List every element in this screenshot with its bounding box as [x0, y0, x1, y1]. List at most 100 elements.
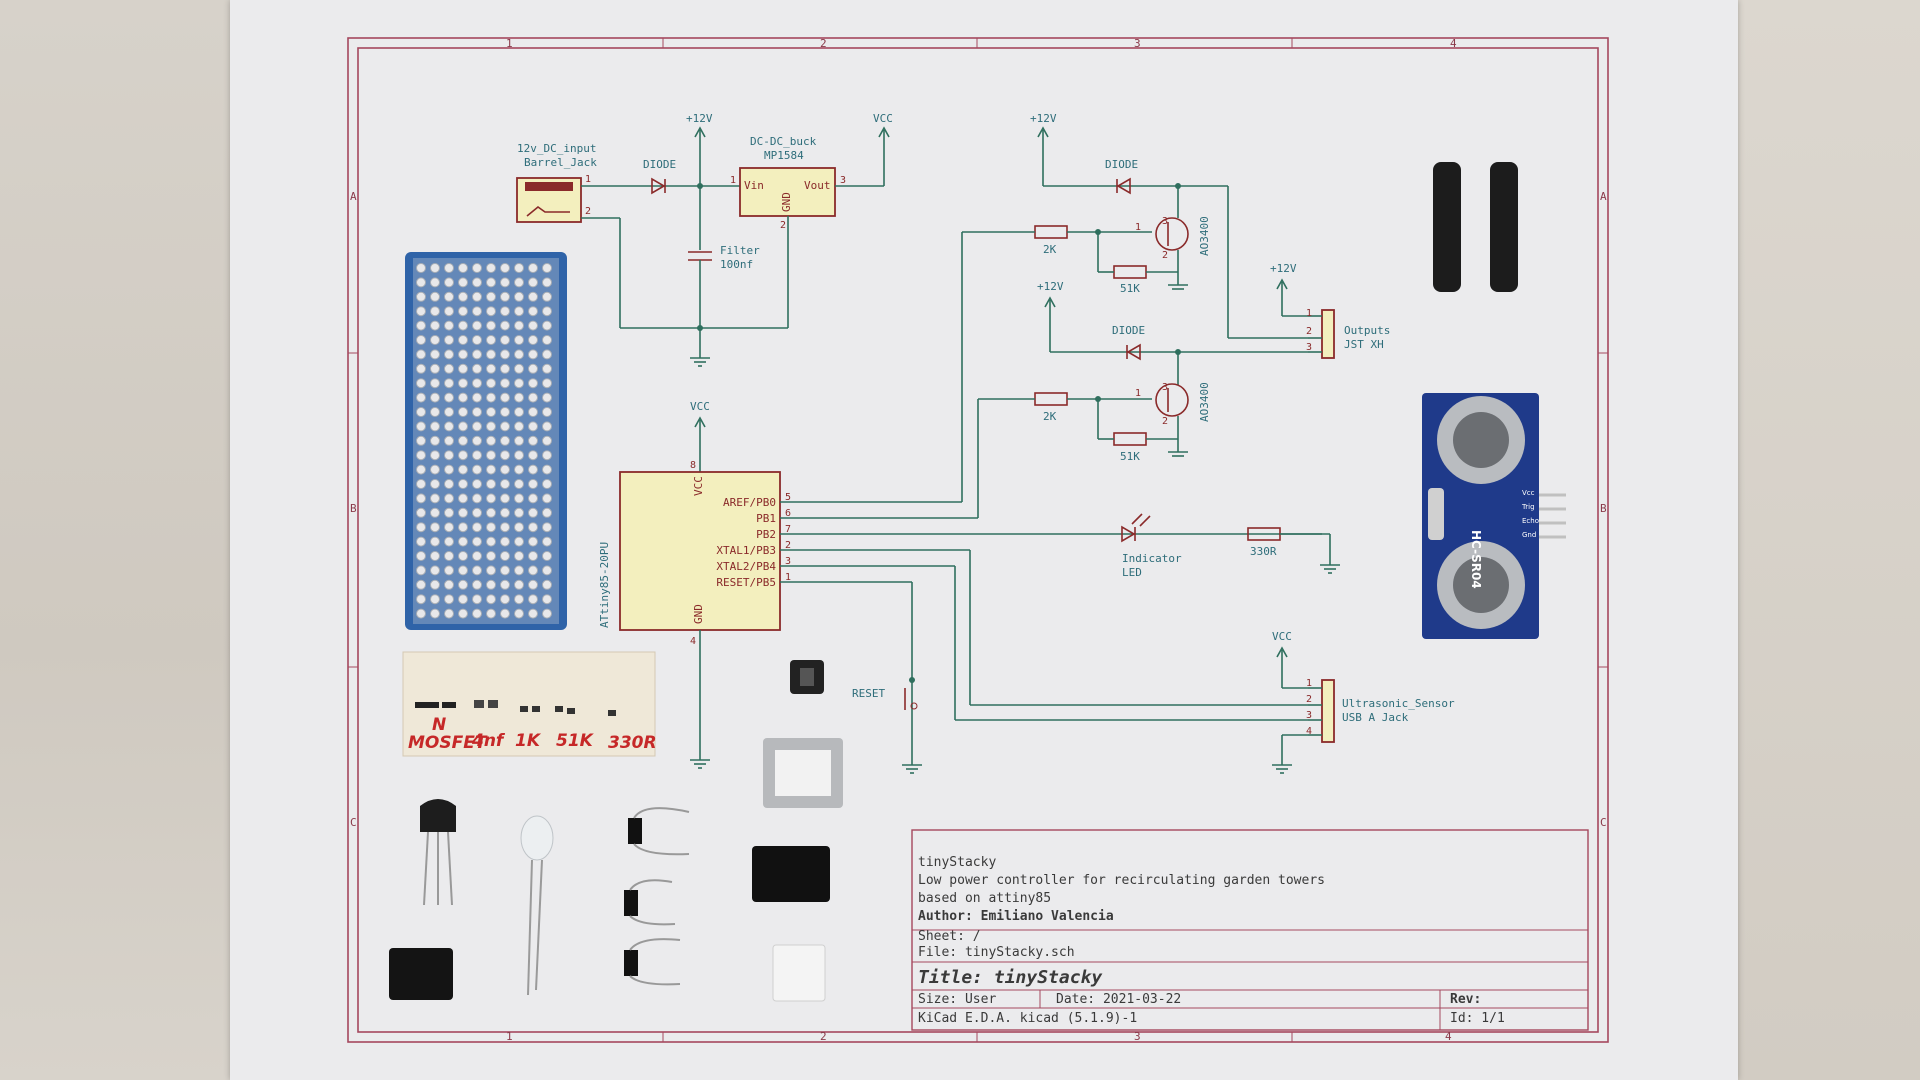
led-name2: LED — [1122, 566, 1142, 579]
reset-switch: RESET — [852, 677, 922, 774]
tb-rev: Rev: — [1450, 992, 1481, 1007]
mcu-pin-pb0: AREF/PB0 — [723, 496, 776, 509]
mcu-pin-pb4: XTAL2/PB4 — [716, 560, 776, 573]
tb-id: Id: 1/1 — [1450, 1011, 1505, 1026]
tape-label-4nf: 4nf — [471, 731, 506, 751]
buck-gnd: GND — [780, 192, 793, 212]
tb-project: tinyStacky — [918, 855, 996, 870]
mcu-pinnum-2: 2 — [785, 540, 791, 551]
out1-d: 3 — [1162, 216, 1168, 227]
p12-label-d: +12V — [1270, 262, 1297, 275]
row-label-b-right: B — [1600, 502, 1607, 515]
hc-sr04-pin-gnd: Gnd — [1522, 531, 1536, 539]
p12-label-c: +12V — [1037, 280, 1064, 293]
row-label-a: A — [350, 190, 357, 203]
tape-label-1k: 1K — [515, 731, 542, 751]
tb-tool: KiCad E.D.A. kicad (5.1.9)-1 — [918, 1011, 1137, 1026]
out1-r-gate: 2K — [1043, 243, 1057, 256]
loose-components — [389, 660, 843, 1002]
out2-r-gate: 2K — [1043, 410, 1057, 423]
tb-size: Size: User — [918, 992, 996, 1007]
buck-pin3: 3 — [840, 175, 846, 186]
col-label-1: 1 — [506, 37, 513, 50]
tape-label-mosfet: MOSFET — [408, 733, 488, 753]
sensor-pin3: 3 — [1306, 710, 1312, 721]
component-tape-strip: N MOSFET 4nf 1K 51K 330R — [402, 651, 657, 757]
outputs-pin3: 3 — [1306, 342, 1312, 353]
output-channel-1: +12V DIODE 3 2 1 AO3400 2K 51K — [961, 112, 1308, 502]
power-input-section: 12v_DC_input Barrel_Jack 1 2 DIODE +12V … — [516, 112, 893, 367]
outputs-name: Outputs — [1344, 324, 1390, 337]
out2-s: 2 — [1162, 416, 1168, 427]
input-pin2: 2 — [585, 206, 591, 217]
out1-r-pd: 51K — [1120, 282, 1140, 295]
col-label-4-bottom: 4 — [1445, 1030, 1452, 1043]
perfboard — [405, 252, 567, 630]
row-label-a-right: A — [1600, 190, 1607, 203]
p12-label-a: +12V — [686, 112, 713, 125]
out1-g: 1 — [1135, 222, 1141, 233]
buck-name: DC-DC_buck — [750, 135, 817, 148]
mcu-vcc-label: VCC — [692, 476, 705, 496]
tape-label-51k: 51K — [556, 731, 595, 751]
outputs-pin1: 1 — [1306, 308, 1312, 319]
col-label-4: 4 — [1450, 37, 1457, 50]
buck-vout: Vout — [804, 179, 831, 192]
background-wall-left — [0, 0, 230, 1080]
tb-title: Title: tinyStacky — [918, 967, 1103, 988]
hc-sr04-label: HC-SR04 — [1469, 530, 1483, 589]
p12-label-b: +12V — [1030, 112, 1057, 125]
sensor-pin1: 1 — [1306, 678, 1312, 689]
vcc-label-c: VCC — [1272, 630, 1292, 643]
title-block: tinyStacky Low power controller for reci… — [911, 829, 1589, 1031]
standoffs — [1433, 162, 1518, 292]
input-name: 12v_DC_input — [517, 142, 596, 155]
background-wall-right — [1738, 0, 1920, 1080]
mcu-pinnum-7: 7 — [785, 524, 791, 535]
row-label-c-right: C — [1600, 816, 1607, 829]
row-label-b: B — [350, 502, 357, 515]
indicator-led: Indicator LED 330R — [1121, 513, 1340, 579]
col-label-3: 3 — [1134, 37, 1141, 50]
out1-fet-label: AO3400 — [1198, 216, 1211, 256]
mcu-pin-pb1: PB1 — [756, 512, 776, 525]
vcc-label-b: VCC — [690, 400, 710, 413]
outputs-part: JST XH — [1344, 338, 1384, 351]
vcc-label-a: VCC — [873, 112, 893, 125]
sensor-name: Ultrasonic_Sensor — [1342, 697, 1455, 710]
mcu-vcc-pin: 8 — [690, 460, 696, 471]
mcu-pin-pb2: PB2 — [756, 528, 776, 541]
hc-sr04-pin-echo: Echo — [1522, 517, 1539, 525]
mcu-pinnum-3: 3 — [785, 556, 791, 567]
outputs-connector: +12V 1 2 3 Outputs JST XH — [1270, 262, 1390, 359]
mcu-pinnum-5: 5 — [785, 492, 791, 503]
hc-sr04-module: HC-SR04 Vcc Trig Echo Gnd — [1422, 393, 1566, 639]
mcu-pin-pb5: RESET/PB5 — [716, 576, 776, 589]
tb-desc2: based on attiny85 — [918, 891, 1051, 906]
input-diode: DIODE — [643, 158, 676, 195]
input-pin1: 1 — [585, 174, 591, 185]
tb-date: Date: 2021-03-22 — [1056, 992, 1181, 1007]
col-label-2: 2 — [820, 37, 827, 50]
tb-file: File: tinyStacky.sch — [918, 945, 1075, 960]
filter-value: 100nf — [720, 258, 753, 271]
tape-label-330r: 330R — [608, 733, 657, 753]
col-label-1-bottom: 1 — [506, 1030, 513, 1043]
out1-diode-label: DIODE — [1105, 158, 1138, 171]
buck-part: MP1584 — [764, 149, 804, 162]
out1-s: 2 — [1162, 250, 1168, 261]
reset-label: RESET — [852, 687, 885, 700]
tb-author: Author: Emiliano Valencia — [918, 909, 1114, 924]
tb-sheet: Sheet: / — [918, 929, 981, 944]
sensor-pin4: 4 — [1306, 726, 1312, 737]
mcu-name: ATtiny85-20PU — [598, 542, 611, 628]
mcu-pin-pb3: XTAL1/PB3 — [716, 544, 776, 557]
out2-d: 3 — [1162, 382, 1168, 393]
input-part: Barrel_Jack — [524, 156, 597, 169]
filter-name: Filter — [720, 244, 760, 257]
col-label-2-bottom: 2 — [820, 1030, 827, 1043]
buck-vin: Vin — [744, 179, 764, 192]
buck-pin1: 1 — [730, 175, 736, 186]
mcu-section: VCC 8 VCC GND ATtiny85-20PU 4 AREF/PB0 P… — [598, 400, 1322, 769]
diode1-label: DIODE — [643, 158, 676, 171]
